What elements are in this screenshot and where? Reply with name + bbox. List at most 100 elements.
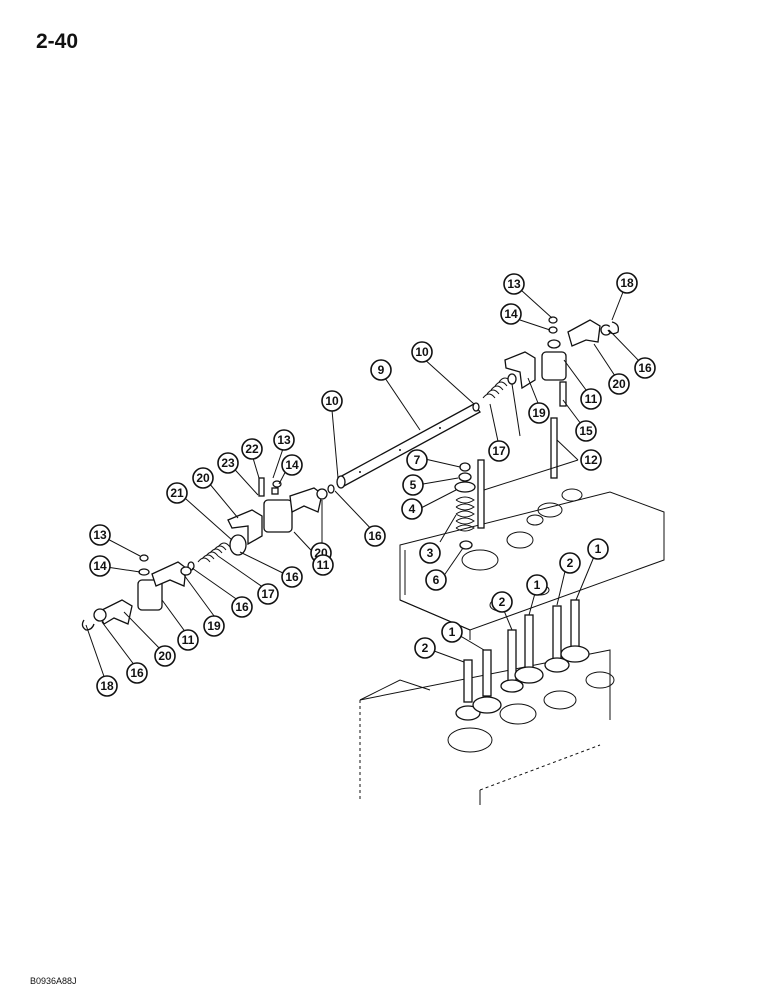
engine-block-illustration	[359, 649, 615, 805]
center-rocker-assembly	[187, 477, 335, 571]
page-number: 2-40	[36, 30, 79, 53]
callout-5: 5	[402, 474, 424, 496]
callout-4: 4	[401, 498, 423, 520]
callout-label: 16	[285, 570, 299, 584]
callout-13: 13	[89, 524, 111, 546]
callout-label: 9	[378, 363, 385, 377]
valve	[455, 659, 481, 721]
callout-label: 1	[449, 625, 456, 639]
callout-label: 2	[499, 595, 506, 609]
callout-14: 14	[281, 454, 303, 476]
callout-14: 14	[89, 555, 111, 577]
valve	[544, 605, 570, 673]
callout-23: 23	[217, 452, 239, 474]
callout-10: 10	[411, 341, 433, 363]
callout-label: 21	[170, 486, 184, 500]
callout-7: 7	[406, 449, 428, 471]
callout-13: 13	[273, 429, 295, 451]
callout-label: 22	[245, 442, 259, 456]
callout-label: 12	[584, 453, 598, 467]
callout-label: 17	[492, 444, 506, 458]
callout-label: 13	[93, 528, 107, 542]
rocker-shaft	[336, 402, 481, 489]
callout-label: 16	[368, 529, 382, 543]
callout-label: 7	[414, 453, 421, 467]
callout-label: 4	[409, 502, 416, 516]
valve-set	[455, 599, 590, 721]
callout-label: 19	[207, 619, 221, 633]
callout-label: 11	[317, 558, 330, 572]
callout-label: 16	[638, 361, 652, 375]
callout-9: 9	[370, 359, 392, 381]
callout-label: 2	[567, 556, 574, 570]
callout-label: 1	[595, 542, 602, 556]
callout-20: 20	[192, 467, 214, 489]
callout-17: 17	[488, 440, 510, 462]
callout-21: 21	[166, 482, 188, 504]
callout-1: 1	[587, 538, 609, 560]
callout-6: 6	[425, 569, 447, 591]
figure-code: B0936A88J	[30, 976, 77, 986]
studs	[477, 381, 567, 529]
callout-label: 14	[504, 307, 518, 321]
callout-19: 19	[203, 615, 225, 637]
callout-16: 16	[231, 596, 253, 618]
callout-label: 3	[427, 546, 434, 560]
callout-label: 20	[196, 471, 210, 485]
callout-label: 14	[93, 559, 107, 573]
callout-label: 14	[285, 458, 299, 472]
callout-label: 2	[422, 641, 429, 655]
callout-18: 18	[96, 675, 118, 697]
callout-14: 14	[500, 303, 522, 325]
callout-2: 2	[491, 591, 513, 613]
callout-1: 1	[526, 574, 548, 596]
right-rocker-assembly	[482, 316, 620, 399]
callout-label: 10	[325, 394, 339, 408]
callout-label: 11	[585, 392, 598, 406]
callout-16: 16	[364, 525, 386, 547]
callout-label: 13	[507, 277, 521, 291]
valve	[560, 599, 590, 663]
callout-label: 5	[410, 478, 417, 492]
callout-2: 2	[559, 552, 581, 574]
callout-1: 1	[441, 621, 463, 643]
callout-15: 15	[575, 420, 597, 442]
valve	[500, 629, 524, 693]
callout-label: 16	[235, 600, 249, 614]
callout-label: 17	[261, 587, 275, 601]
callout-11: 11	[177, 629, 199, 651]
callout-12: 12	[580, 449, 602, 471]
callout-2: 2	[414, 637, 436, 659]
callout-label: 20	[612, 377, 626, 391]
callout-20: 20	[608, 373, 630, 395]
callout-label: 18	[620, 276, 634, 290]
callout-22: 22	[241, 438, 263, 460]
callout-label: 15	[579, 424, 593, 438]
callout-3: 3	[419, 542, 441, 564]
callout-label: 6	[433, 573, 440, 587]
callout-11: 11	[312, 554, 334, 576]
callout-label: 11	[182, 633, 195, 647]
callout-10: 10	[321, 390, 343, 412]
callout-19: 19	[528, 402, 550, 424]
callout-label: 1	[534, 578, 541, 592]
valve	[472, 649, 502, 714]
callout-16: 16	[634, 357, 656, 379]
callout-label: 16	[130, 666, 144, 680]
callout-label: 19	[532, 406, 546, 420]
valve	[514, 614, 544, 684]
callout-label: 23	[221, 456, 235, 470]
callout-18: 18	[616, 272, 638, 294]
callout-label: 18	[100, 679, 114, 693]
callout-16: 16	[126, 662, 148, 684]
callout-label: 10	[415, 345, 429, 359]
callout-16: 16	[281, 566, 303, 588]
callout-label: 13	[277, 433, 291, 447]
callout-11: 11	[580, 388, 602, 410]
callout-20: 20	[154, 645, 176, 667]
callout-label: 20	[158, 649, 172, 663]
left-rocker-assembly	[81, 554, 192, 631]
valve-spring-assembly	[454, 462, 476, 550]
callout-13: 13	[503, 273, 525, 295]
